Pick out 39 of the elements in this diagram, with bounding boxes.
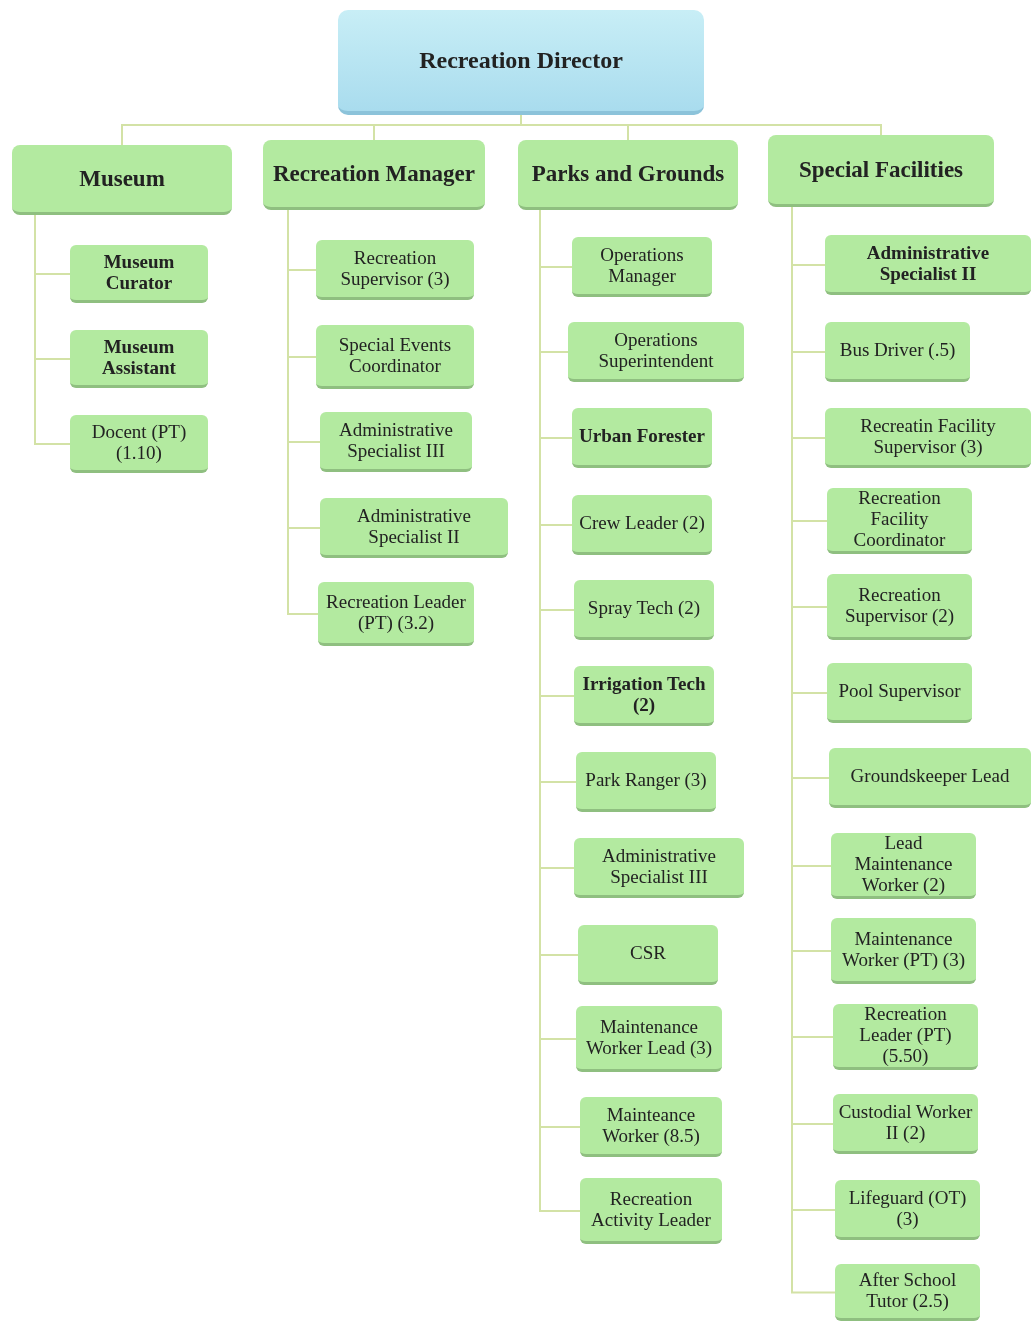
director-box: Recreation Director [338,10,704,115]
position-box: Groundskeeper Lead [829,748,1031,808]
position-box: Administrative Specialist II [825,235,1031,295]
department-box: Recreation Manager [263,140,485,210]
position-box: Administrative Specialist III [574,838,744,898]
position-box: Administrative Specialist III [320,412,472,472]
position-box: Operations Manager [572,237,712,297]
position-box: After School Tutor (2.5) [835,1264,980,1321]
position-box: Maintenance Worker Lead (3) [576,1006,722,1072]
position-box: CSR [578,925,718,985]
position-box: Administrative Specialist II [320,498,508,558]
position-box: Recreation Activity Leader [580,1178,722,1244]
position-box: Urban Forester [572,408,712,468]
department-box: Parks and Grounds [518,140,738,210]
position-box: Spray Tech (2) [574,580,714,640]
position-box: Museum Curator [70,245,208,303]
position-box: Museum Assistant [70,330,208,388]
position-box: Lead Maintenance Worker (2) [831,833,976,899]
position-box: Recreation Facility Coordinator [827,488,972,554]
position-box: Bus Driver (.5) [825,322,970,382]
position-box: Docent (PT) (1.10) [70,415,208,473]
department-box: Special Facilities [768,135,994,207]
position-box: Park Ranger (3) [576,752,716,812]
position-box: Recreation Leader (PT) (5.50) [833,1004,978,1070]
position-box: Recreation Supervisor (2) [827,574,972,640]
position-box: Pool Supervisor [827,663,972,723]
position-box: Maintenance Worker (PT) (3) [831,918,976,984]
position-box: Recreation Leader (PT) (3.2) [318,582,474,646]
position-box: Operations Superintendent [568,322,744,382]
position-box: Recreation Supervisor (3) [316,240,474,300]
position-box: Lifeguard (OT) (3) [835,1180,980,1240]
connector-line [34,214,71,445]
position-box: Special Events Coordinator [316,325,474,389]
position-box: Irrigation Tech (2) [574,666,714,726]
position-box: Mainteance Worker (8.5) [580,1097,722,1157]
position-box: Crew Leader (2) [572,495,712,555]
position-box: Recreatin Facility Supervisor (3) [825,408,1031,468]
department-box: Museum [12,145,232,215]
position-box: Custodial Worker II (2) [833,1094,978,1154]
